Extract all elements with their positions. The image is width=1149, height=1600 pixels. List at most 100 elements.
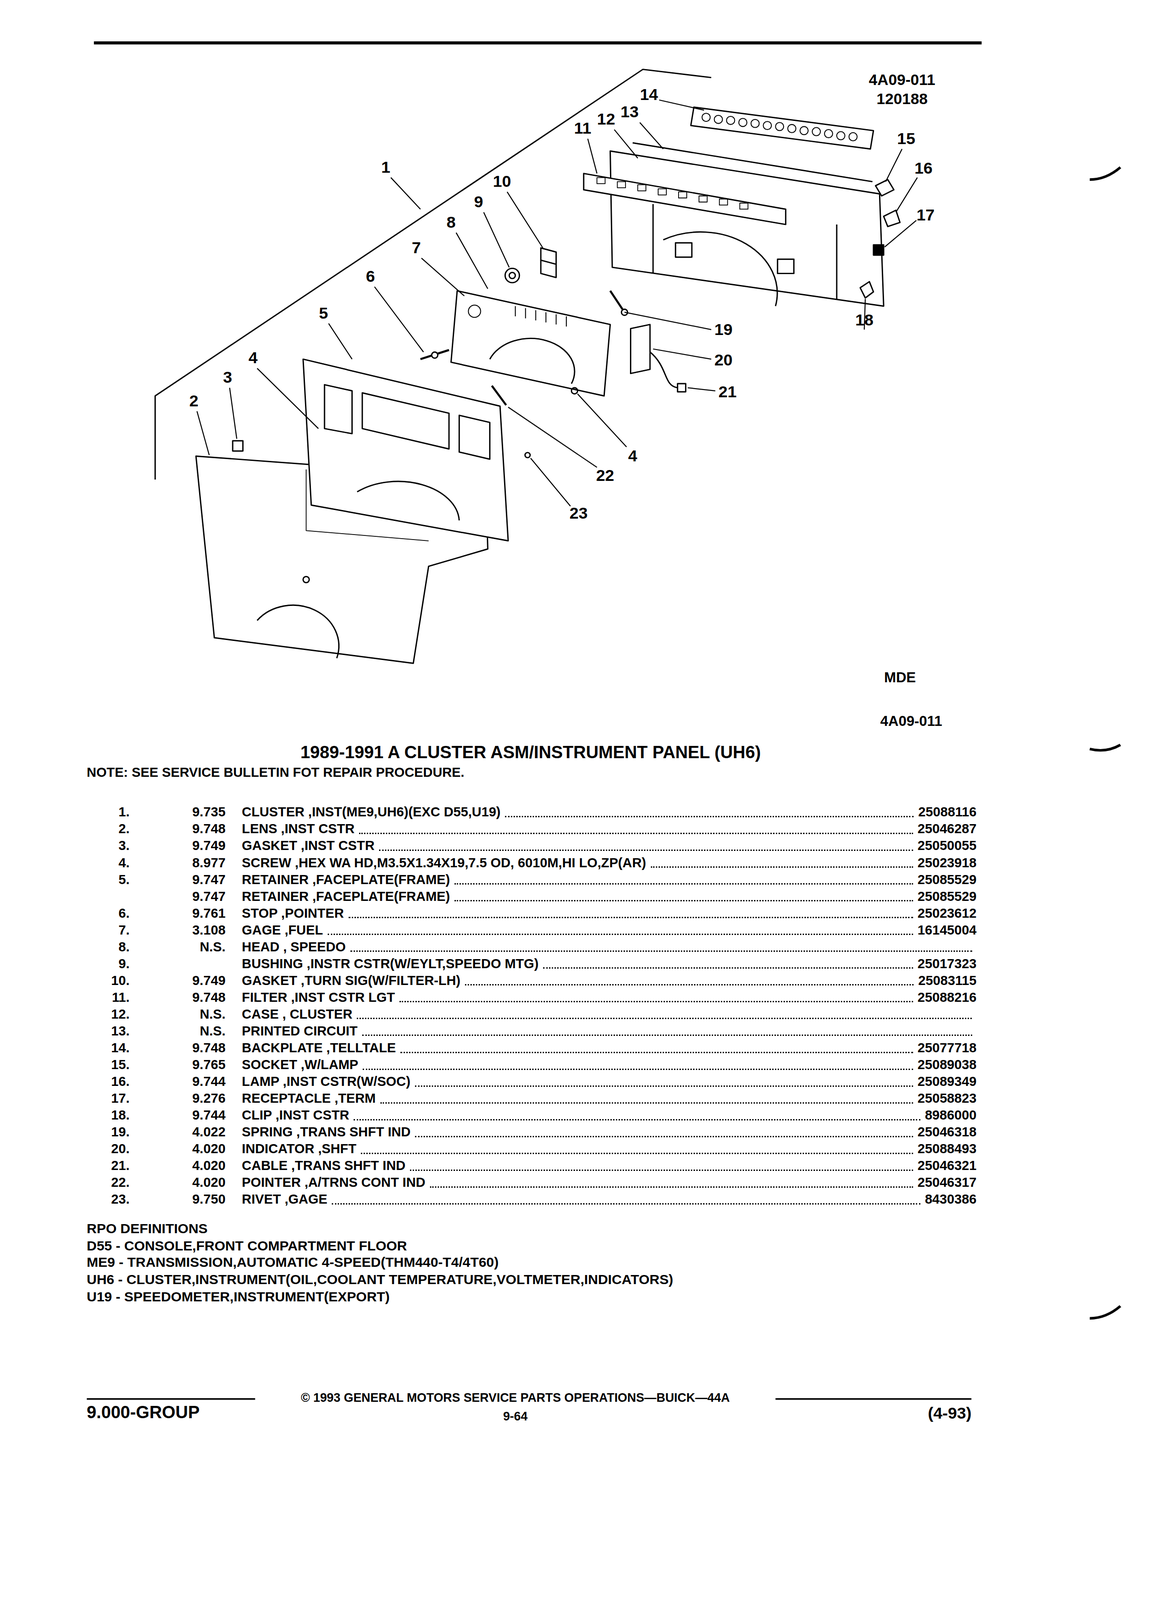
item-number: 2. [118, 821, 130, 837]
dot-leader [350, 950, 973, 952]
group-code: 9.744 [192, 1107, 226, 1124]
dot-leader [454, 899, 914, 902]
part-number: 25088216 [917, 989, 977, 1006]
rpo-definition: UH6 - CLUSTER,INSTRUMENT(OIL,COOLANT TEM… [86, 1271, 674, 1288]
part-description: LAMP ,INST CSTR(W/SOC) [241, 1074, 411, 1090]
item-number: 12. [111, 1006, 130, 1023]
callout-number: 10 [493, 172, 512, 191]
section-heading: RPO DEFINITIONS [86, 1220, 208, 1237]
callout-number: 20 [714, 350, 733, 370]
rpo-definition: D55 - CONSOLE,FRONT COMPARTMENT FLOOR [86, 1238, 408, 1254]
part-description: INDICATOR ,SHFT [241, 1141, 357, 1157]
dot-leader [359, 832, 914, 835]
part-description: HEAD , SPEEDO [241, 939, 346, 955]
part-description: FILTER ,INST CSTR LGT [241, 989, 395, 1006]
copyright: © 1993 GENERAL MOTORS SERVICE PARTS OPER… [297, 1390, 734, 1405]
callout-number: 16 [914, 159, 933, 178]
dot-leader [414, 1135, 913, 1138]
part-description: SPRING ,TRANS SHFT IND [241, 1124, 411, 1140]
callout-number: 11 [574, 119, 592, 138]
group-code: N.S. [199, 1006, 226, 1023]
callout-number: 5 [319, 304, 329, 323]
part-number: 25089038 [917, 1057, 977, 1073]
note-text: NOTE: SEE SERVICE BULLETIN FOT REPAIR PR… [86, 764, 465, 781]
page-title: 1989-1991 A CLUSTER ASM/INSTRUMENT PANEL… [300, 742, 761, 763]
item-number: 23. [111, 1191, 130, 1208]
group-code: 9.749 [192, 973, 226, 989]
item-number: 4. [118, 855, 130, 871]
group-code: N.S. [199, 939, 226, 955]
item-number: 22. [111, 1174, 130, 1191]
dot-leader [504, 815, 914, 818]
item-number: 19. [111, 1124, 130, 1140]
callout-number: 8 [446, 213, 456, 232]
dot-leader [360, 1152, 914, 1154]
part-description: BACKPLATE ,TELLTALE [241, 1040, 396, 1056]
item-number: 17. [111, 1090, 130, 1107]
item-number: 20. [111, 1141, 130, 1157]
rpo-definition: U19 - SPEEDOMETER,INSTRUMENT(EXPORT) [86, 1288, 390, 1305]
part-description: GASKET ,TURN SIG(W/FILTER-LH) [241, 973, 461, 989]
part-number: 25085529 [917, 889, 977, 905]
part-description: GAGE ,FUEL [241, 922, 323, 939]
callout-number: 12 [597, 109, 616, 129]
part-description: CLUSTER ,INST(ME9,UH6)(EXC D55,U19) [241, 804, 501, 820]
group-code: 8.977 [192, 855, 226, 871]
callout-number: 1 [381, 158, 391, 177]
callout-number: 6 [365, 267, 375, 286]
callout-number: 4 [628, 446, 638, 466]
dot-leader [380, 1102, 914, 1104]
item-number: 8. [118, 939, 130, 955]
part-number: 25023918 [917, 855, 977, 871]
item-number: 7. [118, 922, 130, 939]
group-code: 9.748 [192, 989, 226, 1006]
callout-number: 22 [595, 466, 615, 485]
group-code: 9.750 [192, 1191, 226, 1208]
item-number: 18. [111, 1107, 130, 1124]
part-description: SCREW ,HEX WA HD,M3.5X1.34X19,7.5 OD, 60… [241, 855, 646, 871]
part-number: 25088116 [918, 804, 977, 820]
dot-leader [362, 1068, 913, 1070]
item-number: 15. [111, 1057, 130, 1073]
item-number: 16. [111, 1074, 130, 1090]
dot-leader [348, 916, 914, 919]
figure-code: 120188 [876, 89, 928, 108]
callout-number: 15 [897, 129, 916, 149]
part-number: 25046318 [917, 1124, 977, 1140]
group-code: 4.022 [192, 1124, 226, 1140]
group-code: 9.276 [192, 1090, 226, 1107]
item-number: 13. [111, 1023, 130, 1040]
dot-leader [409, 1169, 914, 1171]
part-description: RECEPTACLE ,TERM [241, 1090, 376, 1107]
group-code: 9.749 [192, 838, 226, 854]
part-number: 25023612 [917, 905, 977, 922]
callout-number: 19 [714, 320, 733, 340]
part-description: POINTER ,A/TRNS CONT IND [241, 1174, 426, 1191]
callout-number: 18 [855, 310, 874, 330]
callout-number: 9 [474, 192, 484, 212]
part-number: 25046287 [917, 821, 977, 837]
dot-leader [429, 1186, 914, 1188]
part-number: 25058823 [917, 1090, 977, 1107]
dot-leader [650, 866, 914, 868]
dot-leader [379, 849, 914, 851]
dot-leader [331, 1203, 921, 1205]
figure-code: 4A09-011 [880, 713, 943, 730]
item-number: 14. [111, 1040, 130, 1056]
part-number: 25088493 [917, 1141, 977, 1157]
group-code: 9.747 [192, 872, 226, 888]
page-number: 9-64 [503, 1409, 528, 1424]
part-number: 25077718 [917, 1040, 977, 1056]
dot-leader [356, 1017, 972, 1020]
callout-number: 17 [916, 205, 935, 225]
part-number: 25046321 [917, 1158, 977, 1174]
part-number: 25050055 [917, 838, 977, 854]
figure-code: 4A09-011 [869, 70, 936, 89]
dot-leader [362, 1034, 973, 1036]
item-number: 6. [118, 905, 130, 922]
footer-group: 9.000-GROUP [86, 1402, 200, 1423]
item-number: 3. [118, 838, 130, 854]
group-code: 9.748 [192, 821, 226, 837]
callout-number: 3 [223, 368, 233, 387]
part-description: CABLE ,TRANS SHFT IND [241, 1158, 406, 1174]
